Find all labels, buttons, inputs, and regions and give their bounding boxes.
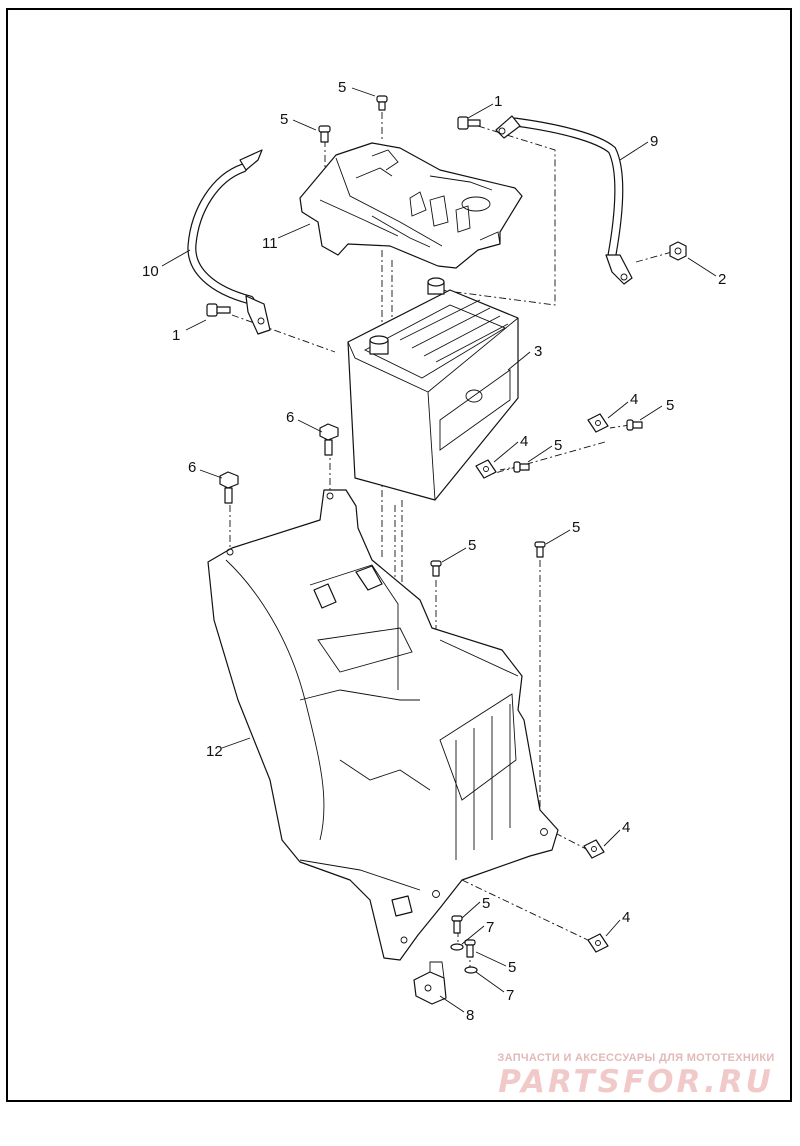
callout-4: 4 — [622, 819, 630, 836]
positive-cable — [495, 115, 633, 285]
callout-4: 4 — [622, 909, 630, 926]
callout-12: 12 — [206, 743, 223, 760]
screw-5-bottom-a — [451, 915, 463, 934]
watermark: ЗАПЧАСТИ И АКСЕССУАРЫ ДЛЯ МОТОТЕХНИКИ PA… — [488, 1052, 784, 1100]
diagram-frame — [6, 8, 792, 1102]
callout-11: 11 — [262, 235, 278, 252]
bolt-cable-positive — [457, 116, 481, 130]
callout-5: 5 — [508, 959, 516, 976]
callout-8: 8 — [466, 1007, 474, 1024]
battery-tray — [207, 489, 559, 961]
screw-top-left — [318, 125, 331, 143]
screw-top-right — [376, 95, 388, 111]
bolt-cable-negative — [206, 303, 231, 317]
callout-6: 6 — [188, 459, 196, 476]
callout-5: 5 — [554, 437, 562, 454]
callout-1: 1 — [172, 327, 180, 344]
callout-3: 3 — [534, 343, 542, 360]
washer-7-b — [464, 966, 478, 974]
callout-5: 5 — [572, 519, 580, 536]
callout-5: 5 — [468, 537, 476, 554]
callout-7: 7 — [486, 919, 494, 936]
callout-6: 6 — [286, 409, 294, 426]
clip-nuts — [475, 413, 609, 953]
callout-4: 4 — [630, 391, 638, 408]
callout-2: 2 — [718, 271, 726, 288]
battery — [347, 277, 519, 501]
callout-5: 5 — [280, 111, 288, 128]
nut — [669, 241, 687, 261]
watermark-tagline: ЗАПЧАСТИ И АКСЕССУАРЫ ДЛЯ МОТОТЕХНИКИ — [497, 1052, 775, 1064]
callout-5: 5 — [338, 79, 346, 96]
negative-cable — [187, 149, 271, 335]
screw-5-tray-right — [534, 541, 546, 558]
callout-labels: 5 5 1 1 9 10 11 2 3 4 5 4 5 6 6 5 5 12 4… — [142, 79, 726, 1024]
screw-5-tray-left — [430, 560, 442, 577]
mounting-bracket — [413, 961, 447, 1005]
screw-5-rear-left — [513, 461, 530, 473]
screw-5-rear-right — [626, 419, 643, 431]
callout-9: 9 — [650, 133, 658, 150]
washer-7-a — [450, 943, 464, 951]
battery-top-cover — [299, 142, 523, 269]
callout-leaders — [161, 87, 717, 1013]
bolt-6-upper — [319, 423, 339, 456]
callout-10: 10 — [142, 263, 159, 280]
callout-5: 5 — [482, 895, 490, 912]
callout-7: 7 — [506, 987, 514, 1004]
watermark-brand-logo: PARTSFOR.RU — [498, 1064, 774, 1100]
screw-5-bottom-b — [464, 939, 476, 958]
fasteners — [206, 95, 687, 974]
bolt-6-lower — [219, 471, 239, 504]
callout-4: 4 — [520, 433, 528, 450]
callout-1: 1 — [494, 93, 502, 110]
callout-5: 5 — [666, 397, 674, 414]
